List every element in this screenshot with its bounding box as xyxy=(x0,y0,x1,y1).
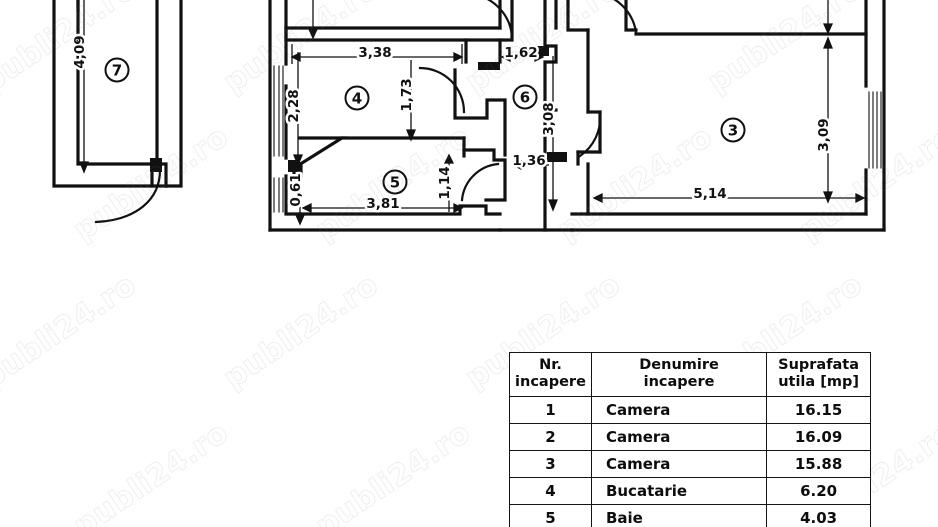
door-arc-topleft xyxy=(486,0,514,42)
cell-room-number: 2 xyxy=(509,423,592,451)
room-marker-circle xyxy=(104,57,130,83)
door-jamb-entry xyxy=(150,158,162,172)
dimension-label: 1,62 xyxy=(504,45,537,61)
room-area-table: Nr. incapere Denumire incapere Suprafata… xyxy=(509,352,871,527)
dimension-label-halo: 3,08 xyxy=(541,102,557,135)
wall-center-top-1 xyxy=(284,0,514,42)
wall-left-outer xyxy=(52,0,168,188)
cell-room-number: 3 xyxy=(509,450,592,478)
dimension-label: 0,61 xyxy=(288,173,304,206)
dimension-label-halo: 3,81 xyxy=(366,196,399,212)
wall-r6-right-b xyxy=(556,46,588,112)
dimension-label-halo: 0,61 xyxy=(288,173,304,206)
room-marker-circle xyxy=(382,169,408,195)
room-marker-label: 6 xyxy=(520,89,530,107)
dimension-label: 2,28 xyxy=(286,89,302,122)
dimension-label-halo: 1,73 xyxy=(399,78,415,111)
table-header: Nr. incapere Denumire incapere Suprafata… xyxy=(509,352,871,397)
wall-r6-center-b xyxy=(566,0,590,32)
header-nr-line1: Nr. xyxy=(539,357,562,373)
room-marker-circle xyxy=(720,117,746,143)
wall-room5-right xyxy=(462,148,507,202)
wall-room4-right xyxy=(453,68,507,157)
table-header-row: Nr. incapere Denumire incapere Suprafata… xyxy=(509,352,871,397)
dimension-label: 4,09 xyxy=(72,35,88,68)
door-jamb-r6-top xyxy=(478,62,500,70)
cell-room-area: 16.15 xyxy=(766,396,871,424)
cell-room-area: 16.09 xyxy=(766,423,871,451)
wall-left-inner xyxy=(76,0,154,188)
dimension-label: 3,38 xyxy=(358,45,391,61)
room-marker-circle xyxy=(512,84,538,110)
dimension-label-halo: 3,09 xyxy=(816,118,832,151)
dimension-label-halo: 4,09 xyxy=(72,35,88,68)
room-marker-7: 7 xyxy=(104,57,130,83)
door-arc-entry-curve xyxy=(94,168,162,224)
dimension-label-halo: 1,14 xyxy=(437,166,453,199)
dimension-lines xyxy=(79,0,866,226)
wall-angle-tip xyxy=(291,164,303,178)
header-area-line2: utila [mp] xyxy=(778,374,859,390)
room-marker-3: 3 xyxy=(720,117,746,143)
door-arc-r3-left xyxy=(578,112,602,158)
dimension-label: 5,14 xyxy=(693,186,726,202)
dimension-label-halo: 1,62 xyxy=(504,45,537,61)
cell-room-name: Baie xyxy=(590,504,768,527)
room-marker-label: 5 xyxy=(390,174,400,192)
cell-room-name: Camera xyxy=(590,396,768,424)
header-area-line1: Suprafata xyxy=(778,357,860,373)
cell-room-number: 5 xyxy=(509,504,592,527)
door-arc-bath xyxy=(460,162,500,202)
header-name-line2: incapere xyxy=(643,374,715,390)
dimension-label-halo: 2,28 xyxy=(286,89,302,122)
room-marker-circle xyxy=(344,85,370,111)
cell-room-number: 4 xyxy=(509,477,592,505)
cell-room-area: 15.88 xyxy=(766,450,871,478)
room-marker-4: 4 xyxy=(344,85,370,111)
dimension-label: 3,09 xyxy=(816,118,832,151)
door-jamb-162 xyxy=(537,46,549,56)
header-name-line1: Denumire xyxy=(639,357,719,373)
cell-room-area: 6.20 xyxy=(766,477,871,505)
dimension-label: 3,08 xyxy=(541,102,557,135)
header-name: Denumire incapere xyxy=(590,352,768,397)
dimension-label-halo: 3,38 xyxy=(358,45,391,61)
door-arc-r3-top xyxy=(613,0,638,34)
dimension-label: 1,14 xyxy=(437,166,453,199)
dimension-label: 1,36 xyxy=(512,153,545,169)
wall-r3-top-left xyxy=(624,0,638,32)
cell-room-name: Camera xyxy=(590,423,768,451)
dimension-label-halo: 5,14 xyxy=(693,186,726,202)
header-nr: Nr. incapere xyxy=(509,352,592,397)
door-arc-kitchen xyxy=(418,66,466,114)
cell-room-number: 1 xyxy=(509,396,592,424)
cell-room-name: Camera xyxy=(590,450,768,478)
room-marker-label: 4 xyxy=(352,90,362,108)
header-area: Suprafata utila [mp] xyxy=(766,352,871,397)
wall-center-bottom-inner xyxy=(298,204,502,216)
wall-center-left-inner-bot xyxy=(284,174,302,216)
dimension-label-halo: 1,36 xyxy=(512,153,545,169)
wall-outlines xyxy=(52,0,886,232)
dimension-label: 3,81 xyxy=(366,196,399,212)
dimension-label: 1,73 xyxy=(399,78,415,111)
cell-room-area: 4.03 xyxy=(766,504,871,527)
cell-room-name: Bucatarie xyxy=(590,477,768,505)
door-jamb-136 xyxy=(547,152,567,162)
wall-left-right-edge xyxy=(164,0,183,188)
room-marker-label: 7 xyxy=(112,62,122,80)
room-marker-6: 6 xyxy=(512,84,538,110)
header-nr-line2: incapere xyxy=(515,374,586,390)
room-marker-5: 5 xyxy=(382,169,408,195)
room-marker-label: 3 xyxy=(728,122,738,140)
